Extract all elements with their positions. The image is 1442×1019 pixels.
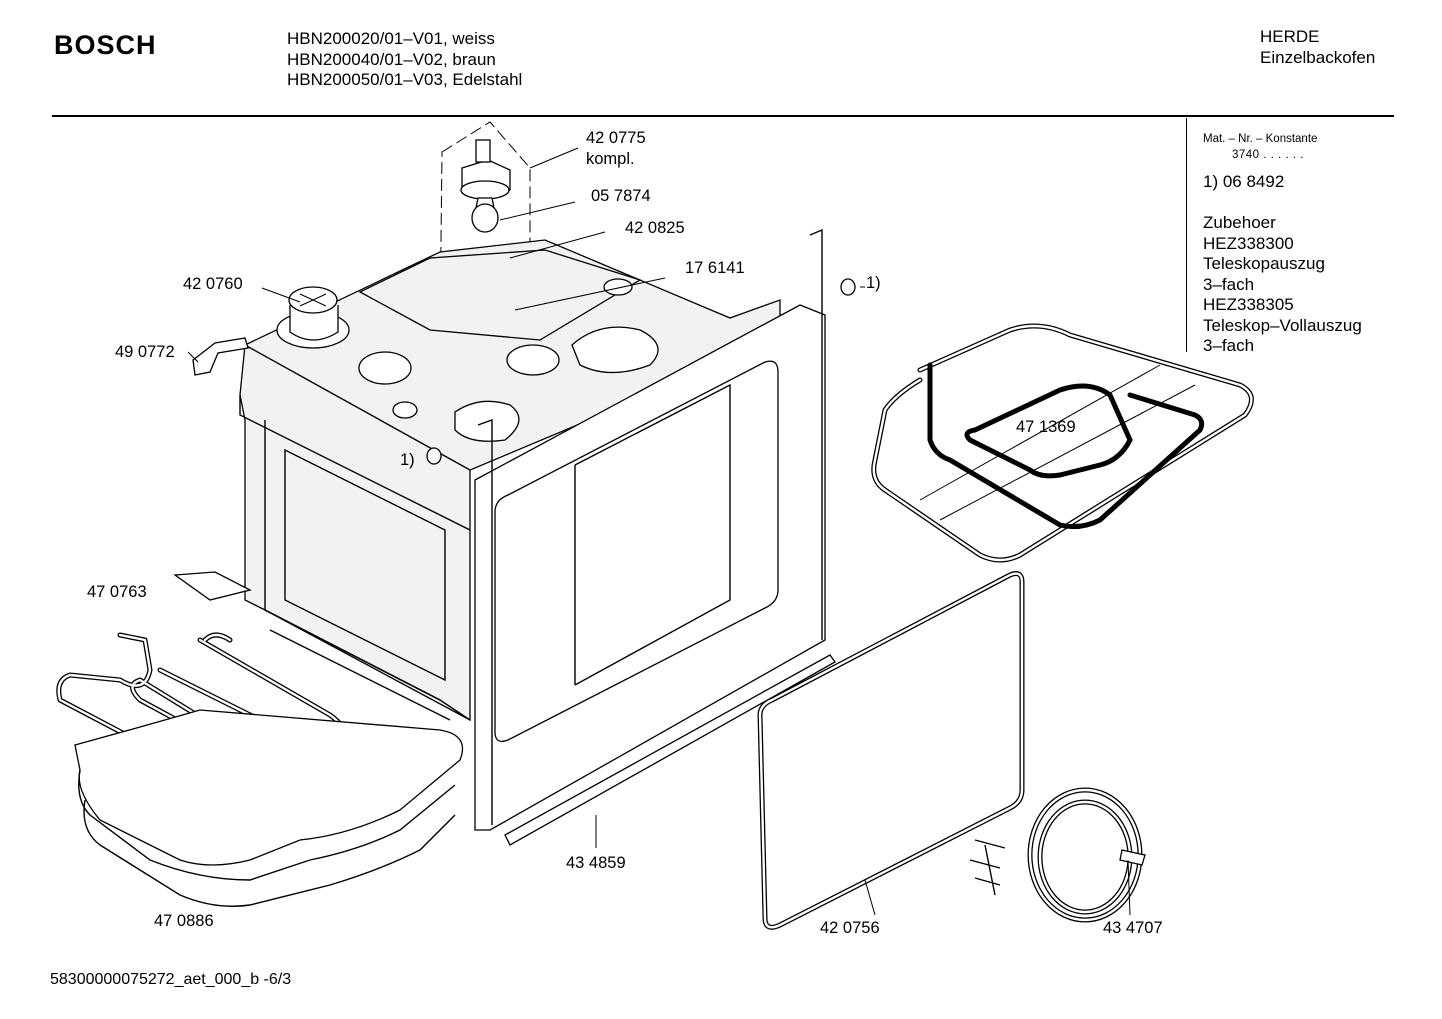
material-number-value: 3740 . . . . . . — [1232, 149, 1304, 161]
note-line: HEZ338305 — [1203, 295, 1294, 314]
insulation-mat — [74, 709, 464, 907]
info-notes: 1) 06 8492 Zubehoer HEZ338300 Teleskopau… — [1203, 172, 1362, 357]
note-line: Zubehoer — [1203, 213, 1276, 232]
part-label-470763: 47 0763 — [87, 583, 147, 601]
part-label-420825: 42 0825 — [625, 219, 685, 237]
part-label-420760: 42 0760 — [183, 275, 243, 293]
note-line: 3–fach — [1203, 336, 1255, 355]
fan-housing — [276, 286, 350, 349]
part-label-057874: 05 7874 — [591, 187, 651, 205]
material-number-label: Mat. – Nr. – Konstante — [1203, 133, 1318, 145]
model-line: HBN200040/01–V02, braun — [287, 49, 496, 69]
category-line: Einzelbackofen — [1260, 47, 1376, 67]
footnote-marker: 1) — [400, 451, 415, 469]
note-line: Teleskopauszug — [1203, 254, 1325, 273]
part-label-176141: 17 6141 — [685, 259, 745, 277]
part-label-434859: 43 4859 — [566, 854, 626, 872]
document-code: 58300000075272_aet_000_b -6/3 — [50, 971, 292, 988]
part-label-420756: 42 0756 — [820, 919, 880, 937]
model-line: HBN200050/01–V03, Edelstahl — [287, 70, 523, 89]
note-line: 1) 06 8492 — [1203, 172, 1285, 191]
brand-logo: BOSCH — [54, 30, 157, 60]
bracket — [192, 337, 249, 376]
category-line: HERDE — [1260, 27, 1320, 46]
part-label-434707: 43 4707 — [1103, 919, 1163, 937]
part-label-490772: 49 0772 — [115, 343, 175, 361]
product-category: HERDE Einzelbackofen — [1260, 27, 1375, 68]
part-label-kompl: kompl. — [586, 150, 635, 168]
front-frame — [474, 228, 826, 831]
header-divider — [52, 115, 1394, 117]
info-panel — [1186, 118, 1392, 352]
ring-heating-element — [969, 787, 1146, 923]
lamp-cap — [840, 278, 856, 296]
model-list: HBN200020/01–V01, weiss HBN200040/01–V02… — [287, 29, 522, 91]
footnote-marker: 1) — [866, 274, 881, 292]
part-label-420775: 42 0775 — [586, 129, 646, 147]
note-line: Teleskop–Vollauszug — [1203, 315, 1362, 335]
top-heating-element — [871, 323, 1254, 563]
note-line: HEZ338300 — [1203, 233, 1294, 253]
door-seal — [757, 571, 1025, 930]
leader-lines — [187, 147, 1131, 916]
part-label-470886: 47 0886 — [154, 912, 214, 930]
model-line: HBN200020/01–V01, weiss — [287, 29, 495, 48]
lamp-cap — [426, 447, 442, 465]
note-line: 3–fach — [1203, 274, 1255, 294]
oven-body — [239, 239, 781, 722]
door-rail — [504, 654, 836, 846]
part-label-471369: 47 1369 — [1016, 418, 1076, 436]
